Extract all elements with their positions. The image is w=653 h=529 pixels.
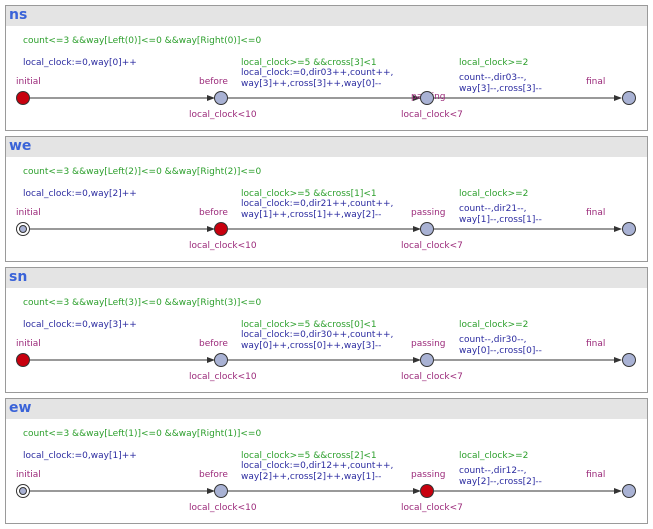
guard-label[interactable]: count<=3 &&way[Left(1)]<=0 &&way[Right(1…: [23, 429, 262, 439]
before-guard-label[interactable]: local_clock>=5 &&cross[0]<1: [241, 320, 377, 330]
passing-update-line2[interactable]: way[2]--,cross[2]--: [459, 477, 542, 487]
edges-layer: [25, 226, 622, 232]
location-passing[interactable]: [420, 222, 434, 236]
template-panel-we[interactable]: we count<=3 &&way[Left(2)]<=0 &&way[Righ…: [5, 136, 648, 262]
edges-layer: [25, 488, 622, 494]
update-label[interactable]: local_clock:=0,way[2]++: [23, 189, 137, 199]
initial-marker: [19, 225, 27, 233]
template-panel-sn[interactable]: sn count<=3 &&way[Left(3)]<=0 &&way[Righ…: [5, 267, 648, 393]
location-name-before: before: [199, 208, 228, 218]
template-title: we: [9, 138, 32, 154]
location-passing[interactable]: [420, 91, 434, 105]
location-initial-active[interactable]: [16, 91, 30, 105]
location-name-initial: initial: [16, 470, 41, 480]
location-before[interactable]: [214, 91, 228, 105]
before-update-line2[interactable]: way[3]++,cross[3]++,way[0]--: [241, 79, 382, 89]
location-final[interactable]: [622, 484, 636, 498]
location-passing-active[interactable]: [420, 484, 434, 498]
location-before[interactable]: [214, 353, 228, 367]
passing-update-line1[interactable]: count--,dir03--,: [459, 73, 527, 83]
passing-guard-label[interactable]: local_clock>=2: [459, 320, 529, 330]
passing-guard-label[interactable]: local_clock>=2: [459, 58, 529, 68]
invariant-before: local_clock<10: [189, 372, 257, 382]
location-initial-active[interactable]: [16, 353, 30, 367]
before-update-line1[interactable]: local_clock:=0,dir21++,count++,: [241, 199, 394, 209]
location-initial[interactable]: [16, 222, 30, 236]
before-guard-label[interactable]: local_clock>=5 &&cross[1]<1: [241, 189, 377, 199]
invariant-passing: local_clock<7: [401, 503, 463, 513]
passing-update-line1[interactable]: count--,dir30--,: [459, 335, 527, 345]
before-update-line2[interactable]: way[2]++,cross[2]++,way[1]--: [241, 472, 382, 482]
location-before-active[interactable]: [214, 222, 228, 236]
invariant-passing: local_clock<7: [401, 110, 463, 120]
guard-label[interactable]: count<=3 &&way[Left(0)]<=0 &&way[Right(0…: [23, 36, 262, 46]
location-initial[interactable]: [16, 484, 30, 498]
passing-guard-label[interactable]: local_clock>=2: [459, 451, 529, 461]
initial-marker: [19, 487, 27, 495]
template-panel-ns[interactable]: ns count<=3 &&way[Left(0)]<=0 &&way[Righ…: [5, 5, 648, 131]
location-name-passing: passing: [411, 208, 446, 218]
location-name-before: before: [199, 339, 228, 349]
before-guard-label[interactable]: local_clock>=5 &&cross[2]<1: [241, 451, 377, 461]
location-name-passing: passing: [411, 470, 446, 480]
template-title: ns: [9, 7, 28, 23]
guard-label[interactable]: count<=3 &&way[Left(2)]<=0 &&way[Right(2…: [23, 167, 262, 177]
before-update-line1[interactable]: local_clock:=0,dir30++,count++,: [241, 330, 394, 340]
edges-layer: [25, 357, 622, 363]
passing-guard-label[interactable]: local_clock>=2: [459, 189, 529, 199]
panel-header: we: [6, 137, 647, 157]
before-update-line1[interactable]: local_clock:=0,dir03++,count++,: [241, 68, 394, 78]
passing-update-line1[interactable]: count--,dir21--,: [459, 204, 527, 214]
location-before[interactable]: [214, 484, 228, 498]
invariant-before: local_clock<10: [189, 503, 257, 513]
location-name-final: final: [586, 470, 606, 480]
passing-update-line1[interactable]: count--,dir12--,: [459, 466, 527, 476]
passing-update-line2[interactable]: way[3]--,cross[3]--: [459, 84, 542, 94]
template-panel-ew[interactable]: ew count<=3 &&way[Left(1)]<=0 &&way[Righ…: [5, 398, 648, 524]
before-update-line2[interactable]: way[1]++,cross[1]++,way[2]--: [241, 210, 382, 220]
passing-update-line2[interactable]: way[0]--,cross[0]--: [459, 346, 542, 356]
invariant-passing: local_clock<7: [401, 241, 463, 251]
invariant-before: local_clock<10: [189, 110, 257, 120]
location-name-before: before: [199, 77, 228, 87]
location-final[interactable]: [622, 91, 636, 105]
location-name-passing: passing: [411, 339, 446, 349]
panel-header: sn: [6, 268, 647, 288]
invariant-before: local_clock<10: [189, 241, 257, 251]
guard-label[interactable]: count<=3 &&way[Left(3)]<=0 &&way[Right(3…: [23, 298, 262, 308]
location-final[interactable]: [622, 222, 636, 236]
location-name-initial: initial: [16, 208, 41, 218]
edges-layer: [25, 95, 622, 101]
panel-header: ns: [6, 6, 647, 26]
template-title: ew: [9, 400, 32, 416]
passing-update-line2[interactable]: way[1]--,cross[1]--: [459, 215, 542, 225]
location-name-before: before: [199, 470, 228, 480]
location-final[interactable]: [622, 353, 636, 367]
location-name-initial: initial: [16, 339, 41, 349]
template-title: sn: [9, 269, 28, 285]
update-label[interactable]: local_clock:=0,way[1]++: [23, 451, 137, 461]
update-label[interactable]: local_clock:=0,way[3]++: [23, 320, 137, 330]
location-name-initial: initial: [16, 77, 41, 87]
invariant-passing: local_clock<7: [401, 372, 463, 382]
before-update-line1[interactable]: local_clock:=0,dir12++,count++,: [241, 461, 394, 471]
before-guard-label[interactable]: local_clock>=5 &&cross[3]<1: [241, 58, 377, 68]
location-name-final: final: [586, 208, 606, 218]
location-passing[interactable]: [420, 353, 434, 367]
panel-header: ew: [6, 399, 647, 419]
before-update-line2[interactable]: way[0]++,cross[0]++,way[3]--: [241, 341, 382, 351]
location-name-final: final: [586, 339, 606, 349]
location-name-final: final: [586, 77, 606, 87]
update-label[interactable]: local_clock:=0,way[0]++: [23, 58, 137, 68]
